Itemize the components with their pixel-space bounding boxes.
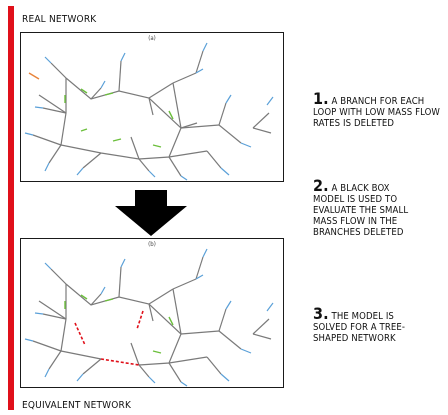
accent-bar	[8, 6, 14, 410]
panel-a-tag: (a)	[148, 35, 156, 42]
equivalent-network-graph	[24, 248, 274, 387]
step-2-text: A BLACK BOX MODEL IS USED TO EVALUATE TH…	[313, 183, 409, 238]
step-1-text: A BRANCH FOR EACH LOOP WITH LOW MASS FLO…	[313, 96, 440, 129]
panel-b-tag: (b)	[148, 241, 156, 248]
real-network-label: REAL NETWORK	[22, 14, 97, 25]
down-arrow-icon	[115, 190, 187, 236]
panel-real-network: (a)	[20, 32, 284, 182]
step-3: 3. THE MODEL IS SOLVED FOR A TREE-SHAPED…	[313, 306, 413, 345]
step-2-number: 2.	[313, 176, 329, 195]
step-2: 2. A BLACK BOX MODEL IS USED TO EVALUATE…	[313, 178, 413, 239]
step-3-text: THE MODEL IS SOLVED FOR A TREE-SHAPED NE…	[313, 311, 406, 344]
panel-equivalent-network: (b)	[20, 238, 284, 388]
real-network-graph	[24, 42, 274, 181]
step-3-number: 3.	[313, 304, 329, 323]
step-1-number: 1.	[313, 89, 329, 108]
step-1: 1. A BRANCH FOR EACH LOOP WITH LOW MASS …	[313, 91, 445, 130]
equivalent-network-label: EQUIVALENT NETWORK	[22, 400, 132, 411]
